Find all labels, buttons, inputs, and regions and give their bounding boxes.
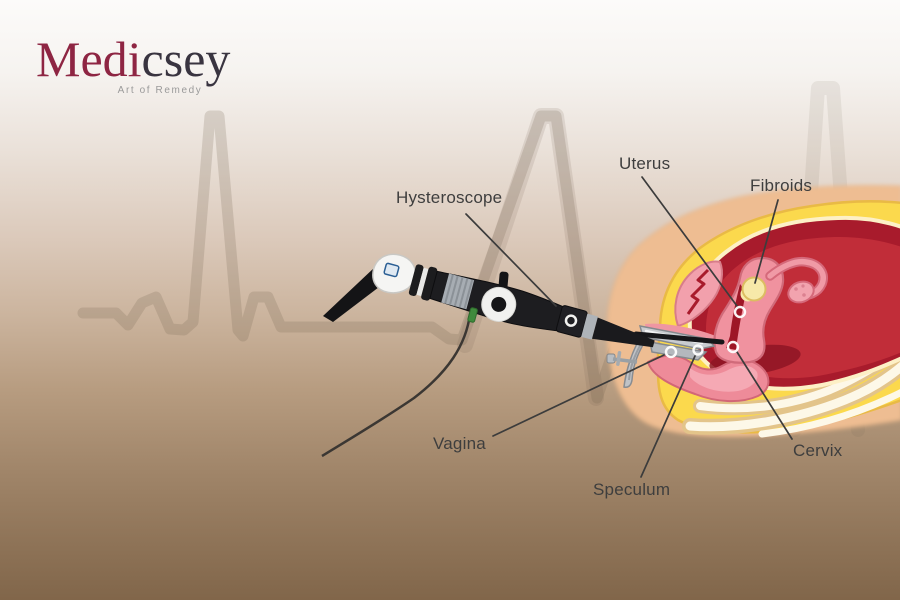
coupler-ring xyxy=(564,314,578,327)
label-uterus: Uterus xyxy=(619,154,671,173)
focus-wheel-center xyxy=(491,296,507,312)
hysteroscope-shaft xyxy=(633,331,725,345)
leader-uterus xyxy=(641,176,738,307)
brand-name-part2: csey xyxy=(141,31,231,87)
leader-speculum xyxy=(640,355,696,478)
ecg-large-spike xyxy=(457,108,604,406)
bladder-folds xyxy=(686,268,710,315)
brand-logo: Medicsey Art of Remedy xyxy=(36,34,230,96)
pelvic-cross-section-illustration xyxy=(606,185,900,438)
side-lever xyxy=(498,271,509,289)
label-speculum: Speculum xyxy=(593,480,671,499)
leader-lines xyxy=(465,176,793,478)
marker-uterus xyxy=(733,305,747,319)
brand-name-part1: Medi xyxy=(36,31,142,87)
speculum-lower-blade xyxy=(649,341,708,361)
leader-cervix xyxy=(736,351,793,440)
marker-speculum xyxy=(692,344,704,356)
tapered-sheath xyxy=(592,317,655,348)
target-ring-markers xyxy=(664,305,747,359)
brand-name: Medicsey xyxy=(36,34,230,84)
fibroid-nodule xyxy=(740,276,767,302)
ecg-main-line xyxy=(77,110,669,404)
inflow-port xyxy=(467,307,478,323)
speculum-screw-cross xyxy=(616,350,622,366)
label-vagina: Vagina xyxy=(433,434,486,453)
light-guide-cable xyxy=(321,313,472,458)
hysteroscope-instrument xyxy=(321,253,725,458)
collar-ring-2 xyxy=(421,266,438,301)
marker-vagina xyxy=(664,345,678,359)
uterine-cavity xyxy=(726,284,746,350)
vaginal-fold-highlight xyxy=(690,365,758,392)
collar-ring-1 xyxy=(408,264,424,297)
collar-gap xyxy=(416,267,429,297)
bladder xyxy=(674,260,723,328)
distal-band xyxy=(581,313,598,340)
label-cervix: Cervix xyxy=(793,441,843,460)
leader-vagina xyxy=(492,354,665,437)
label-fibroids: Fibroids xyxy=(750,176,813,195)
marker-cervix xyxy=(726,340,740,354)
leader-fibroids xyxy=(754,199,779,284)
grip-band-stripes xyxy=(444,274,474,309)
eyepiece-rod xyxy=(323,267,387,322)
leader-hysteroscope xyxy=(465,213,557,307)
ovary xyxy=(787,280,815,304)
label-hysteroscope: Hysteroscope xyxy=(396,188,503,207)
brand-tagline: Art of Remedy xyxy=(117,85,203,96)
camera-logo-badge xyxy=(383,262,400,278)
